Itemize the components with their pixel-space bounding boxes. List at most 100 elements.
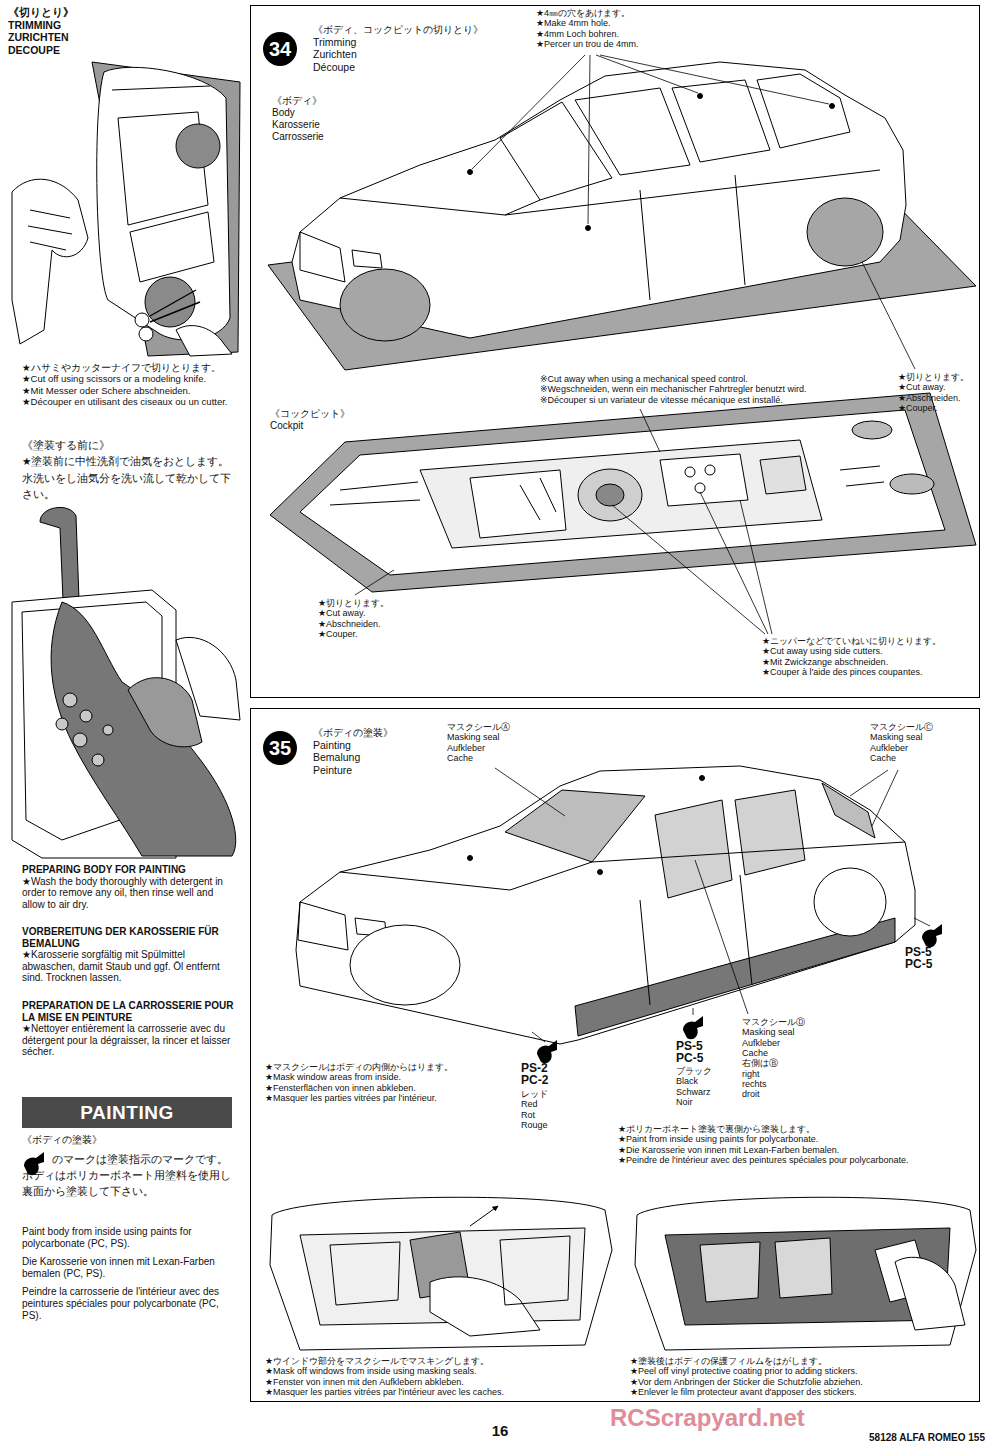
trimming-illustration-part — [28, 210, 72, 250]
cockpit-illustration-part — [330, 482, 420, 505]
watermark: RCScrapyard.net — [610, 1405, 800, 1431]
masking-seal-label: Cache — [742, 1048, 837, 1058]
leader-line-part — [612, 505, 765, 634]
callout-note: ★マスクシールはボディの内側からはります。 — [265, 1062, 510, 1072]
paint-code-group: PS-5PC-5 — [676, 1040, 736, 1064]
painting-body-illustration-part — [350, 925, 460, 1005]
callout-note: ★4mm Loch bohren. — [536, 29, 696, 39]
callout-note: ★Mit Zwickzange abschneiden. — [762, 657, 977, 667]
color-name: ブラック — [676, 1066, 736, 1076]
masking-seal-label: マスクシールⒶ — [447, 722, 542, 732]
leader-line-part — [862, 262, 915, 369]
section-heading-group: 《ボディの塗装》 — [22, 1134, 222, 1146]
masking-seal-label: Aufkleber — [447, 743, 542, 753]
step-heading-group: 《ボディの塗装》PaintingBemalungPeinture — [313, 727, 393, 776]
color-name: Rot — [521, 1110, 581, 1120]
callout-note-group: ★ニッパーなどでていねいに切りとります。★Cut away using side… — [762, 636, 977, 677]
callout-note: ★Cut away using side cutters. — [762, 646, 977, 656]
leader-line-part — [640, 409, 660, 452]
painting-body-illustration-part — [296, 766, 915, 1044]
callout-note: ★ニッパーなどでていねいに切りとります。 — [762, 636, 977, 646]
step-frame: 《ボディ、コックピットの切りとり》TrimmingZurichtenDécoup… — [250, 5, 980, 698]
callout-note: ★4㎜の穴をあけます。 — [536, 8, 696, 18]
cockpit-illustration-part — [660, 454, 748, 506]
masking-seal-label-group: マスクシールⒶMasking sealAufkleberCache — [447, 722, 542, 763]
callout-note: ★Paint from inside using paints for poly… — [618, 1134, 976, 1144]
step-heading: 《ボディ、コックピットの切りとり》 — [313, 24, 483, 36]
instruction-note-group: VORBEREITUNG DER KAROSSERIE FÜR BEMALUNG… — [22, 926, 238, 984]
step-heading: Zurichten — [313, 48, 483, 60]
trimming-illustration-part — [112, 86, 210, 90]
masking-seal-label: Aufkleber — [742, 1038, 837, 1048]
painting-body-illustration-part — [505, 790, 645, 862]
body-illustration-part — [698, 94, 703, 99]
instruction-note: ★Découper en utilisant des ciseaux ou un… — [22, 396, 240, 407]
callout-note: ★ウインドウ部分をマスクシールでマスキングします。 — [265, 1356, 610, 1366]
washing-illustration-part — [51, 602, 236, 856]
step-heading-group: 《ボディ、コックピットの切りとり》TrimmingZurichtenDécoup… — [313, 24, 483, 73]
kit-number-group: 58128 ALFA ROMEO 155 — [800, 1432, 985, 1444]
leader-line-part — [693, 1008, 694, 1015]
painting-body-illustration-part — [814, 868, 886, 936]
callout-note-group: ★4㎜の穴をあけます。★Make 4mm hole.★4mm Loch bohr… — [536, 8, 696, 49]
color-name: Schwarz — [676, 1087, 736, 1097]
peeling-illustration — [635, 1197, 976, 1350]
paint-code-group: PS-2PC-2 — [521, 1062, 581, 1086]
peeling-illustration-part — [635, 1197, 976, 1350]
callout-note: ★切りとります。 — [898, 372, 978, 382]
trimming-illustration-part — [135, 313, 149, 327]
masking-seal-label: Masking seal — [742, 1027, 837, 1037]
painting-body-illustration-part — [298, 902, 348, 950]
body-illustration — [268, 62, 976, 370]
callout-note: ★Cut away. — [318, 608, 428, 618]
callout-note: ★Couper. — [318, 629, 428, 639]
masking-seal-label-group: マスクシールⒹMasking sealAufkleberCache右側はⒷrig… — [742, 1017, 837, 1100]
leader-line-part — [472, 55, 585, 169]
instruction-note: ★Mit Messer oder Schere abschneiden. — [22, 385, 240, 396]
cockpit-illustration-part — [420, 440, 822, 548]
instruction-note-group: ★ハサミやカッターナイフで切りとります。★Cut off using sciss… — [22, 362, 240, 408]
masking-seal-label: Aufkleber — [870, 743, 975, 753]
leader-line-part — [695, 860, 748, 1014]
part-name: Body — [272, 107, 382, 119]
step-heading: 《ボディの塗装》 — [313, 727, 393, 739]
painting-body-illustration-part — [655, 800, 732, 898]
trimming-illustration-part — [92, 62, 240, 356]
body-illustration-part — [807, 198, 883, 266]
painting-body-illustration-part — [598, 870, 603, 875]
paint-icon-part — [922, 924, 942, 947]
masking-illustration-part — [430, 1277, 540, 1336]
callout-note: ★Couper. — [898, 403, 978, 413]
body-illustration-part — [468, 170, 473, 175]
kit-number: 58128 ALFA ROMEO 155 — [800, 1432, 985, 1444]
step-heading: Painting — [313, 739, 393, 751]
paint-code: PC-5 — [676, 1052, 736, 1064]
color-name: Rouge — [521, 1120, 581, 1130]
body-illustration-part — [500, 102, 612, 200]
step-number: 35 — [263, 731, 297, 765]
paint-code: PC-2 — [521, 1074, 581, 1086]
masking-illustration-part — [330, 1242, 400, 1305]
leader-line-part — [872, 770, 898, 826]
section-heading: DECOUPE — [8, 44, 148, 57]
cockpit-illustration-part — [685, 467, 695, 477]
callout-note: ★Abschneiden. — [898, 393, 978, 403]
masking-seal-label: rechts — [742, 1079, 837, 1089]
step-frame: 《ボディの塗装》PaintingBemalungPeinture 35 — [250, 708, 980, 1402]
callout-note: ★Vor dem Anbringen der Sticker die Schut… — [630, 1377, 975, 1387]
cockpit-illustration-part — [890, 474, 934, 494]
painting-body-illustration-part — [735, 790, 805, 875]
watermark-group: RCScrapyard.net — [610, 1405, 800, 1431]
washing-illustration-part — [73, 733, 87, 747]
leader-line-part — [495, 768, 565, 816]
callout-note-group: ★切りとります。★Cut away.★Abschneiden.★Couper. — [898, 372, 978, 413]
masking-seal-label: Masking seal — [447, 732, 542, 742]
masking-seal-label: droit — [742, 1089, 837, 1099]
paint-icon — [24, 1152, 44, 1175]
leader-line-part — [588, 55, 590, 224]
leader-line-part — [850, 770, 888, 796]
trimming-illustration-part — [145, 277, 195, 327]
callout-note-group: ★マスクシールはボディの内側からはります。★Mask window areas … — [265, 1062, 510, 1103]
paint-code: PS-5 — [905, 946, 965, 958]
painting-body-illustration-part — [592, 842, 905, 862]
